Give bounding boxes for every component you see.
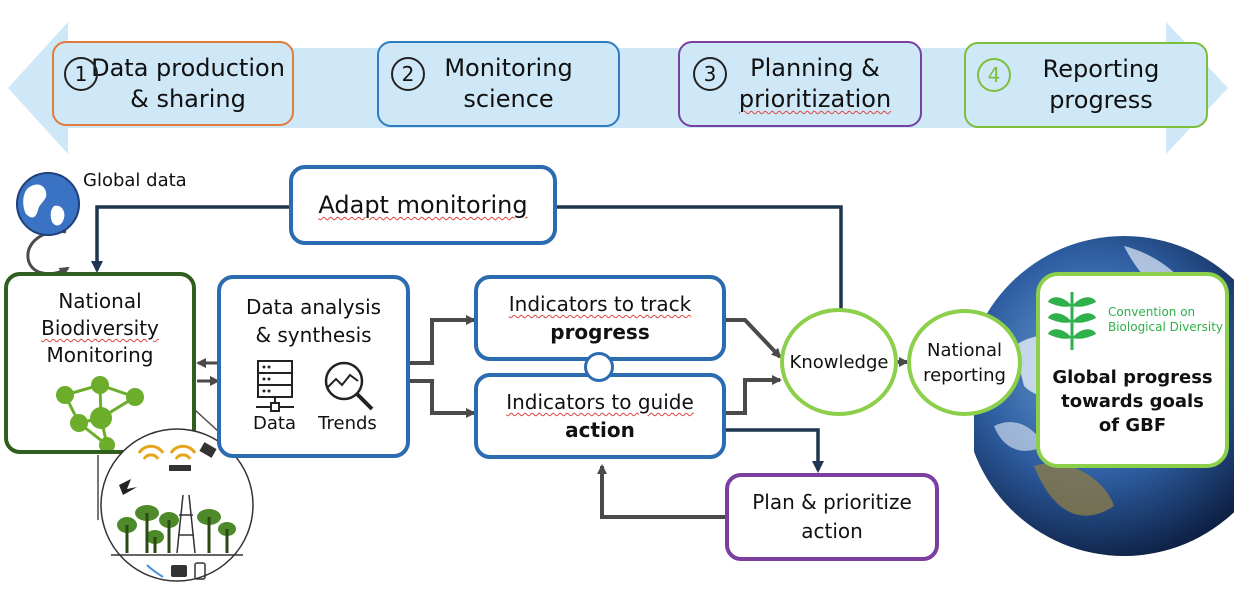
stage-planning: 3 Planning &prioritization [678,41,922,127]
track-to-knowledge-arrow [725,318,782,359]
adapt-to-nbm-line [91,205,290,273]
tower-icon [176,494,196,554]
knowledge-node: Knowledge [780,308,898,416]
knowledge-label: Knowledge [789,351,889,373]
stage-label-1: Data production& sharing [91,53,285,113]
trends-label: Trends [318,413,377,434]
stage-number-2: 2 [391,57,425,91]
guide-to-plan-arrow [725,428,824,473]
analysis-label: Data analysis& synthesis [245,295,382,347]
analysis-to-guide-arrow [410,379,476,418]
phone-icon [194,562,206,580]
indicators-guide-box: Indicators to guide action [474,373,726,459]
drone-icon [169,465,191,471]
data-label: Data [253,413,296,434]
indicators-track-label: Indicators to track progress [508,292,692,344]
dna-icon [146,564,164,578]
plan-to-guide-arrow [597,464,725,519]
adapt-monitoring-box: Adapt monitoring [289,165,557,245]
stage-number-3: 3 [693,57,727,91]
satellite-icon [199,442,217,458]
stage-data-production: 1 Data production& sharing [52,41,294,126]
guide-to-knowledge-arrow [725,375,782,415]
bird-icon [119,479,137,495]
globe-icon [16,172,80,236]
adapt-monitoring-label: Adapt monitoring [318,191,528,219]
trends-magnifier-icon [324,361,373,411]
camera-icon [171,565,187,577]
stage-number-4: 4 [977,58,1011,92]
analysis-to-track-arrow [410,315,476,365]
network-icon [56,376,144,450]
stage-number-1: 1 [64,57,98,91]
wifi-icon [137,444,165,454]
wifi-icon-2 [169,444,197,454]
analysis-box: Data analysis& synthesis Data T [217,275,410,458]
cbd-logo-icon [1047,292,1096,350]
stage-label-3: Planning &prioritization [738,54,892,113]
indicators-track-box: Indicators to track progress [474,275,726,361]
global-progress-label: Global progress towards goals of GBF [1052,367,1213,436]
global-data-label: Global data [83,170,187,191]
field-monitoring-illustration [100,428,254,582]
database-icon [255,360,294,412]
knowledge-to-adapt-line [556,205,843,310]
indicators-guide-label: Indicators to guide action [506,390,694,442]
indicator-link-node [584,352,614,382]
